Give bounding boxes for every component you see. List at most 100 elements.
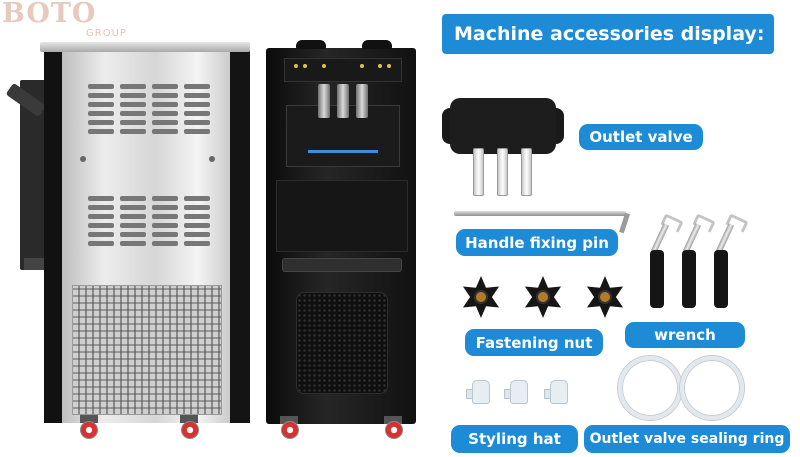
vent-slot: [152, 205, 178, 210]
vent-slot: [152, 129, 178, 134]
dispense-handle: [337, 84, 349, 118]
wrench-shaft: [682, 223, 702, 253]
caster-wheel: [80, 421, 98, 439]
caster-wheel: [385, 421, 403, 439]
indicator-light: [303, 64, 307, 68]
vent-slot: [184, 129, 210, 134]
vent-slot: [120, 111, 146, 116]
wrench-grip: [650, 250, 664, 308]
vent-slot: [120, 232, 146, 237]
sealing-ring: [680, 356, 744, 420]
vent-slot: [120, 120, 146, 125]
vent-slot: [184, 93, 210, 98]
vent-slot: [184, 120, 210, 125]
vent-slot: [120, 205, 146, 210]
panel-screw: [209, 156, 215, 162]
vent-slot: [152, 120, 178, 125]
vent-slot: [88, 93, 114, 98]
control-panel: [284, 58, 402, 82]
vent-slot: [152, 241, 178, 246]
vent-slot: [120, 214, 146, 219]
panel-screw: [80, 156, 86, 162]
vent-slot: [88, 232, 114, 237]
machine-frame-left: [44, 48, 66, 423]
vent-slot: [152, 214, 178, 219]
label-outlet-valve: Outlet valve: [579, 124, 703, 150]
valve-plunger: [497, 148, 508, 196]
vent-slot: [184, 214, 210, 219]
vent-slot: [152, 111, 178, 116]
indicator-light: [378, 64, 382, 68]
vent-slot: [120, 241, 146, 246]
vent-slot: [120, 129, 146, 134]
valve-plunger: [521, 148, 532, 196]
vent-slot: [88, 84, 114, 89]
styling-hat: [550, 380, 568, 404]
label-handle-fixing-pin: Handle fixing pin: [456, 229, 618, 256]
vent-slot: [120, 223, 146, 228]
wheel-bracket: [384, 416, 402, 424]
sealing-ring: [618, 356, 682, 420]
valve-plunger: [473, 148, 484, 196]
indicator-light: [360, 64, 364, 68]
accessories-title: Machine accessories display:: [442, 14, 774, 54]
caster-wheel: [181, 421, 199, 439]
condenser-grille: [72, 285, 222, 415]
dispense-handle: [356, 84, 368, 118]
nut-thread: [474, 290, 488, 304]
wheel-bracket: [280, 416, 298, 424]
label-styling-hat: Styling hat: [451, 425, 578, 453]
vent-slot: [88, 205, 114, 210]
hopper-lid: [362, 40, 392, 49]
vent-slot: [88, 102, 114, 107]
machine-top-cover: [40, 42, 250, 52]
vent-slot: [152, 84, 178, 89]
light-strip: [308, 150, 378, 153]
wheel-bracket: [80, 415, 98, 423]
vent-slot: [88, 214, 114, 219]
vent-slot: [184, 205, 210, 210]
vent-slot: [120, 196, 146, 201]
label-wrench: wrench: [625, 322, 745, 348]
hopper-lid: [296, 40, 326, 49]
indicator-light: [322, 64, 326, 68]
styling-hat: [472, 380, 490, 404]
wrench-grip: [682, 250, 696, 308]
vent-slot: [152, 223, 178, 228]
valve-body: [450, 98, 556, 154]
front-vent: [296, 292, 388, 394]
vent-slot: [88, 241, 114, 246]
caster-wheel: [281, 421, 299, 439]
wrench-shaft: [650, 223, 670, 253]
vent-slot: [152, 196, 178, 201]
logo-text: BOTO: [2, 0, 97, 29]
handle-fixing-pin-image: [454, 211, 626, 216]
wrench-shaft: [715, 223, 735, 253]
wheel-bracket: [180, 415, 198, 423]
vent-slot: [120, 93, 146, 98]
vent-slot: [184, 241, 210, 246]
vent-slot: [88, 223, 114, 228]
nut-thread: [536, 290, 550, 304]
logo-subtext: GROUP: [86, 28, 127, 39]
indicator-light: [294, 64, 298, 68]
brand-logo: BOTO GROUP: [0, 0, 150, 44]
dispense-handle: [318, 84, 330, 118]
vent-slot: [88, 111, 114, 116]
vent-slot: [120, 102, 146, 107]
vent-slot: [88, 120, 114, 125]
vent-slot: [152, 93, 178, 98]
label-outlet-valve-sealing-ring: Outlet valve sealing ring: [584, 425, 790, 453]
vent-slot: [184, 196, 210, 201]
vent-slot: [88, 196, 114, 201]
vent-slot: [184, 232, 210, 237]
indicator-light: [387, 64, 391, 68]
vent-slot: [88, 129, 114, 134]
vent-slot: [184, 223, 210, 228]
front-panel: [276, 180, 408, 252]
vent-slot: [152, 102, 178, 107]
vent-slot: [184, 111, 210, 116]
machine-frame-right: [230, 48, 250, 423]
vent-slot: [184, 102, 210, 107]
nut-thread: [598, 290, 612, 304]
